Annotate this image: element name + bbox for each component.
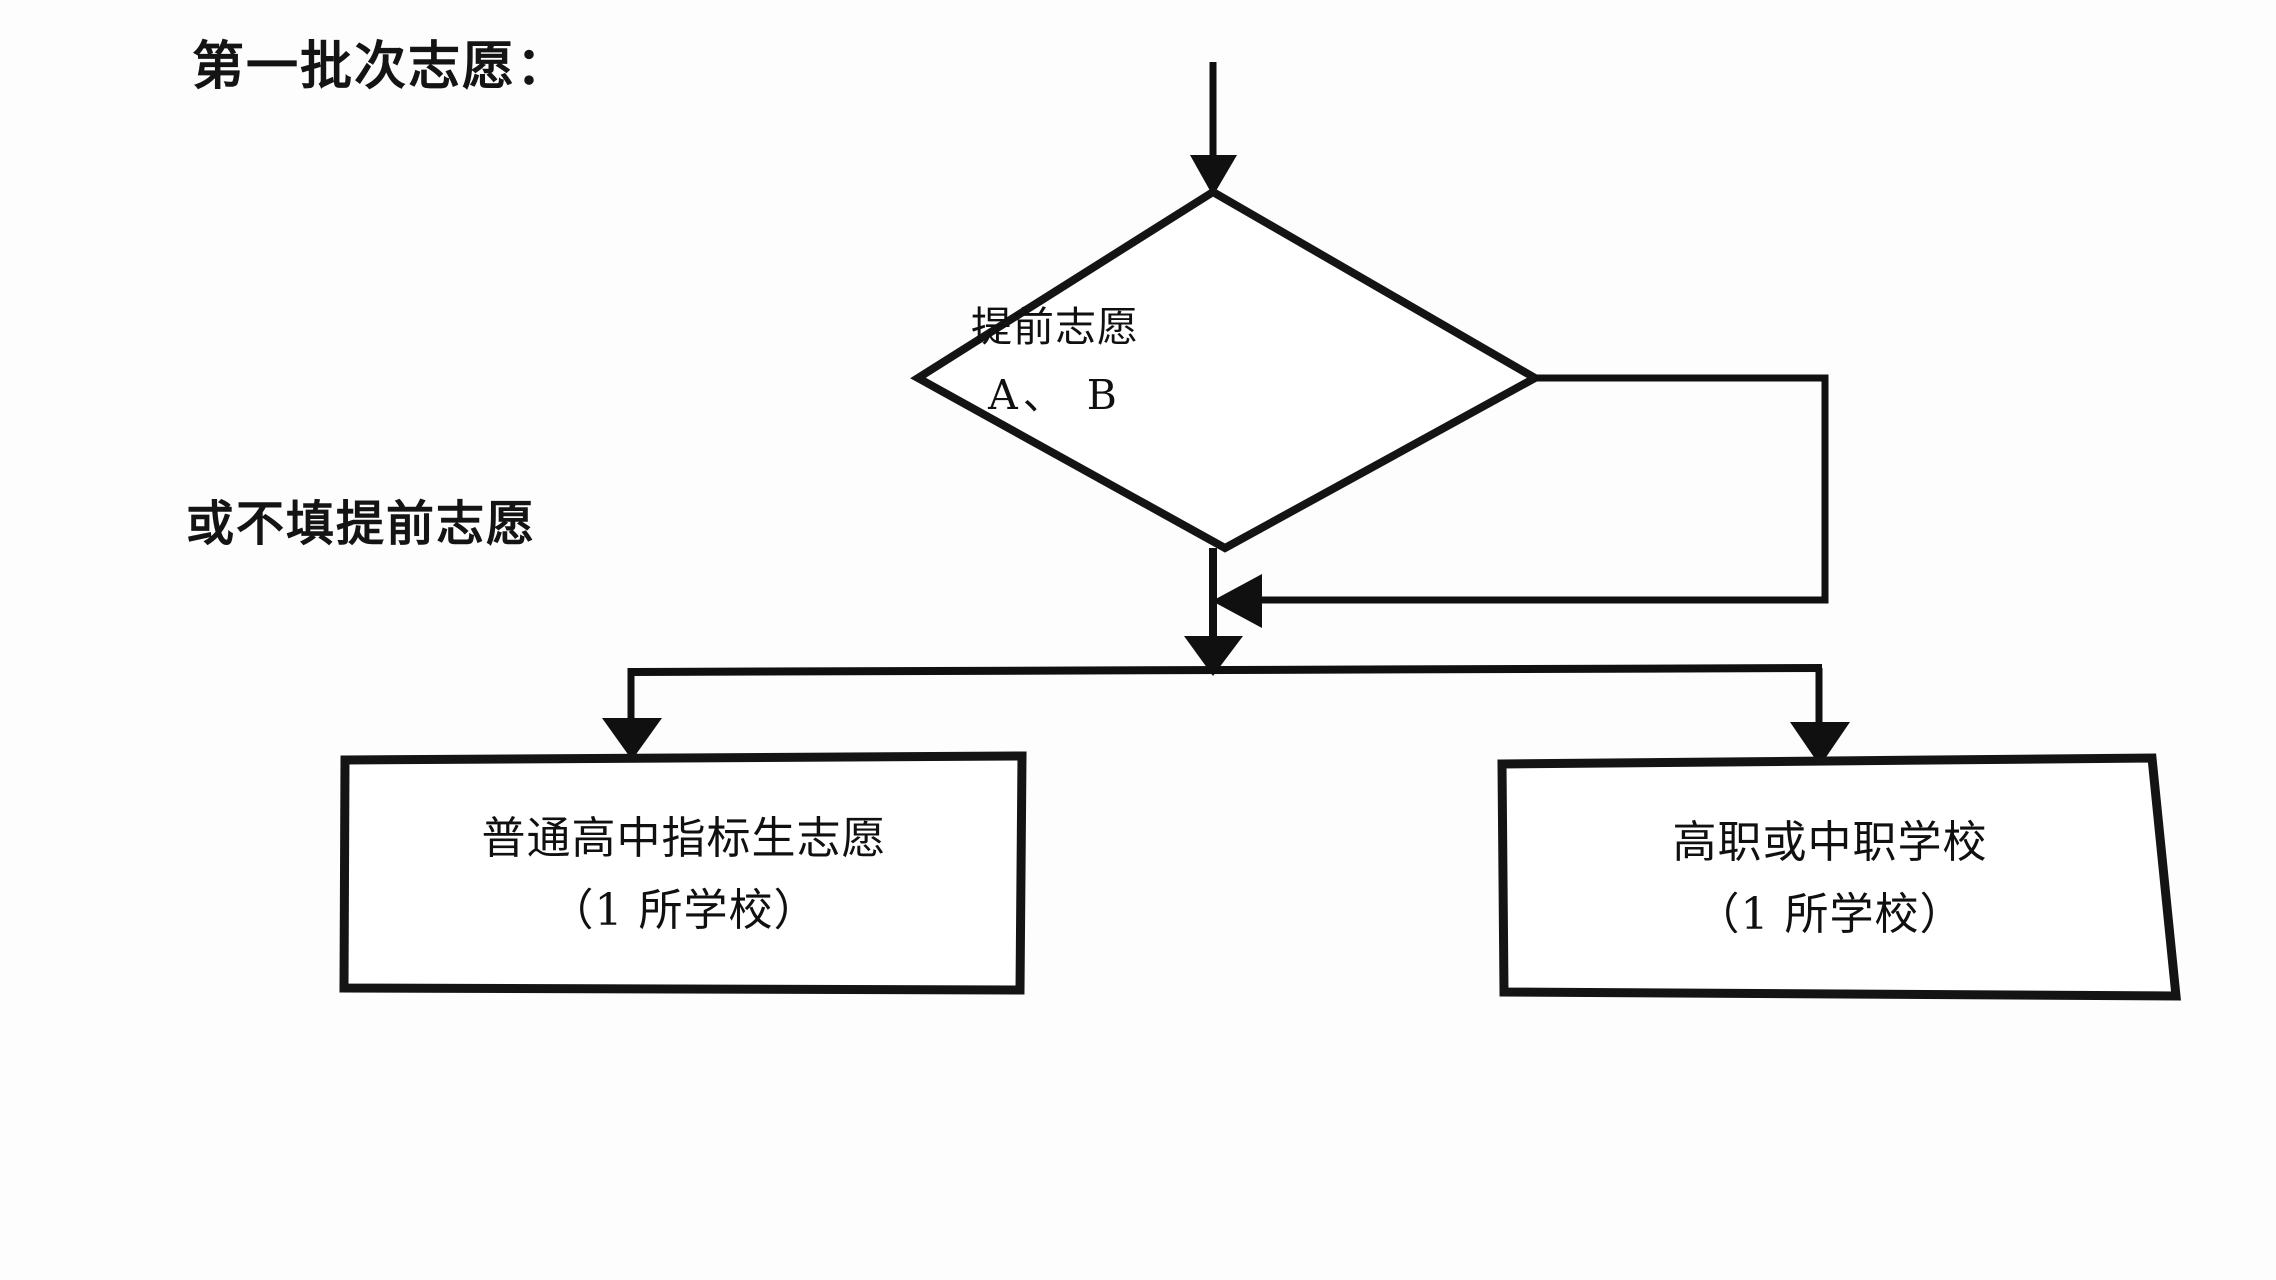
decision-advance-choice-label: 提前志愿 A、 B <box>890 298 1220 424</box>
edge-entry-to-decision <box>1190 62 1237 196</box>
box-right-line-1: 高职或中职学校 <box>1672 817 1988 868</box>
decision-line-1: 提前志愿 <box>971 303 1139 351</box>
decision-line-2: A、 B <box>988 371 1122 420</box>
edge-decision-bypass-loop <box>1212 374 1829 628</box>
box-left-line-1: 普通高中指标生志愿 <box>481 813 887 864</box>
box-left-line-2: （1 所学校） <box>549 885 819 937</box>
edge-split-to-left-box <box>602 668 662 760</box>
split-bar <box>627 664 1823 676</box>
edge-split-to-right-box <box>1790 668 1850 766</box>
bypass-loop-path <box>1260 374 1829 604</box>
diamond-outline[interactable] <box>910 187 1544 553</box>
bypass-loop-arrowhead <box>1212 574 1262 628</box>
merge-arrowhead <box>1184 636 1243 676</box>
right-branch-arrowhead <box>1790 722 1850 766</box>
entry-arrowhead <box>1190 155 1237 196</box>
left-branch-arrowhead <box>602 718 662 760</box>
side-note-label: 或不填提前志愿 <box>186 496 537 552</box>
box-vocational-school-label: 高职或中职学校 （1 所学校） <box>1500 812 2160 947</box>
box-indicator-student-label: 普通高中指标生志愿 （1 所学校） <box>345 808 1023 943</box>
page-title: 第一批次志愿： <box>192 37 571 97</box>
box-right-line-2: （1 所学校） <box>1695 889 1965 941</box>
edge-merge-to-split <box>1184 548 1243 676</box>
decision-advance-choice-shape[interactable] <box>910 187 1544 553</box>
box-indicator-student-shape[interactable] <box>339 751 1027 995</box>
box-vocational-school-shape[interactable] <box>1497 753 2181 1001</box>
